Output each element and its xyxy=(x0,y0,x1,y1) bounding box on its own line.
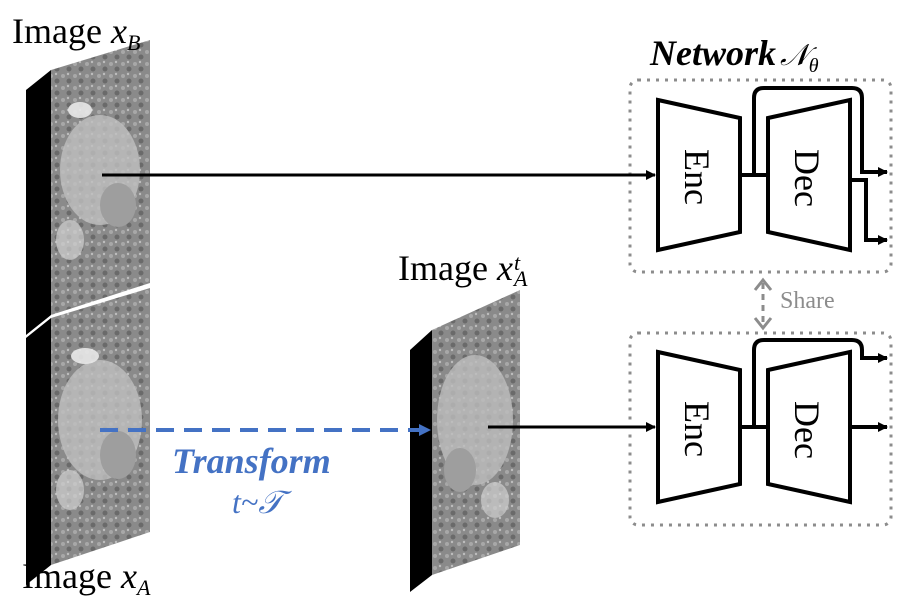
encoder-block-top xyxy=(656,97,742,253)
ct-scan-image-a-transformed xyxy=(410,290,520,592)
decoder-label-top: Dec xyxy=(787,149,827,207)
encoder-label-bottom: Enc xyxy=(677,401,717,457)
label-image-a: Image xA xyxy=(22,556,151,600)
ct-scan-image-b xyxy=(26,40,150,335)
share-label: Share xyxy=(780,288,835,314)
ct-scan-image-a xyxy=(26,288,150,585)
network-title: Network 𝒩θ xyxy=(650,33,819,77)
network-symbol: 𝒩θ xyxy=(780,39,819,77)
decoder-block-top xyxy=(766,97,852,253)
skip-connection-top xyxy=(752,86,888,177)
decoder-label-bottom: Dec xyxy=(787,401,827,459)
encoder-block-bottom xyxy=(656,349,742,505)
transform-expression: t~𝒯 xyxy=(232,484,283,520)
decoder-output-top xyxy=(850,178,888,245)
network-box-bottom xyxy=(628,331,893,527)
encoder-label-top: Enc xyxy=(677,149,717,205)
network-box-top xyxy=(628,78,893,274)
skip-connection-bottom xyxy=(752,338,888,427)
transform-title: Transform xyxy=(172,441,331,481)
decoder-block-bottom xyxy=(766,349,852,505)
label-image-b: Image xB xyxy=(12,11,141,55)
